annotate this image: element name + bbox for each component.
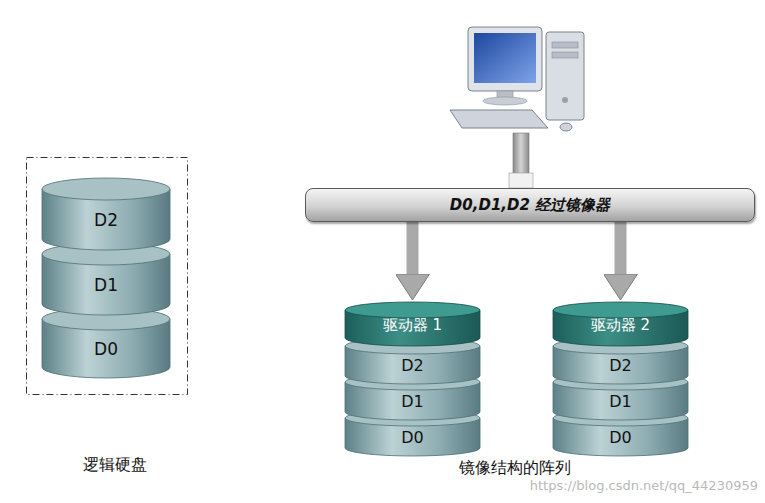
text-holder: 驱动器 2 <box>553 311 688 339</box>
text-holder: D2 <box>42 200 170 239</box>
disk-shape-top <box>345 374 480 390</box>
drive-header: 驱动器 2 <box>553 302 688 346</box>
disk-shape-top <box>42 178 170 200</box>
disk-shape-top <box>42 243 170 265</box>
node-label: D2 <box>401 356 424 375</box>
disk-shape-top <box>553 410 688 426</box>
node-label: D0 <box>401 428 424 447</box>
text-holder: D1 <box>345 390 480 412</box>
caption-label: 逻辑硬盘 <box>83 455 147 476</box>
mirror-bar: D0,D1,D2 经过镜像器 <box>305 188 755 222</box>
drive-stack: 驱动器 2 D2D1D0 <box>553 302 688 458</box>
disk-shape-top <box>42 308 170 330</box>
node-label: D1 <box>609 392 632 411</box>
disk-shape-top <box>553 374 688 390</box>
disk-shape-top <box>345 410 480 426</box>
watermark: https://blog.csdn.net/qq_44230959 <box>530 478 758 493</box>
text-holder: D1 <box>42 265 170 304</box>
computer-icon <box>450 27 584 131</box>
disk-segment: D1 <box>42 243 170 315</box>
logical-disk-outline <box>27 158 188 395</box>
node-label: D2 <box>94 210 118 230</box>
cable-connector <box>509 173 533 188</box>
text-holder: 驱动器 1 <box>345 311 480 339</box>
node-label: 驱动器 1 <box>383 316 442 335</box>
node-label: D2 <box>609 356 632 375</box>
disk-shape-top <box>553 338 688 354</box>
drive-header: 驱动器 1 <box>345 302 480 346</box>
node-label: D1 <box>401 392 424 411</box>
text-holder: D2 <box>345 354 480 376</box>
disk-segment: D0 <box>42 308 170 378</box>
disk-segment: D2 <box>42 178 170 250</box>
mirror-arrow <box>615 222 627 274</box>
node-label: D0 <box>94 339 118 359</box>
drive-stack: 驱动器 1 D2D1D0 <box>345 302 480 458</box>
text-holder: D0 <box>42 330 170 367</box>
mirror-arrow <box>407 222 419 274</box>
node-label: 驱动器 2 <box>591 316 650 335</box>
node-label: D0,D1,D2 经过镜像器 <box>450 196 610 215</box>
text-holder: D0 <box>345 426 480 448</box>
text-holder: D1 <box>553 390 688 412</box>
text-holder: D2 <box>553 354 688 376</box>
caption-label: 镜像结构的阵列 <box>459 458 571 479</box>
disk-shape-top <box>345 338 480 354</box>
node-label: D1 <box>94 275 118 295</box>
text-holder: D0 <box>553 426 688 448</box>
cable-post <box>513 133 529 177</box>
node-label: D0 <box>609 428 632 447</box>
